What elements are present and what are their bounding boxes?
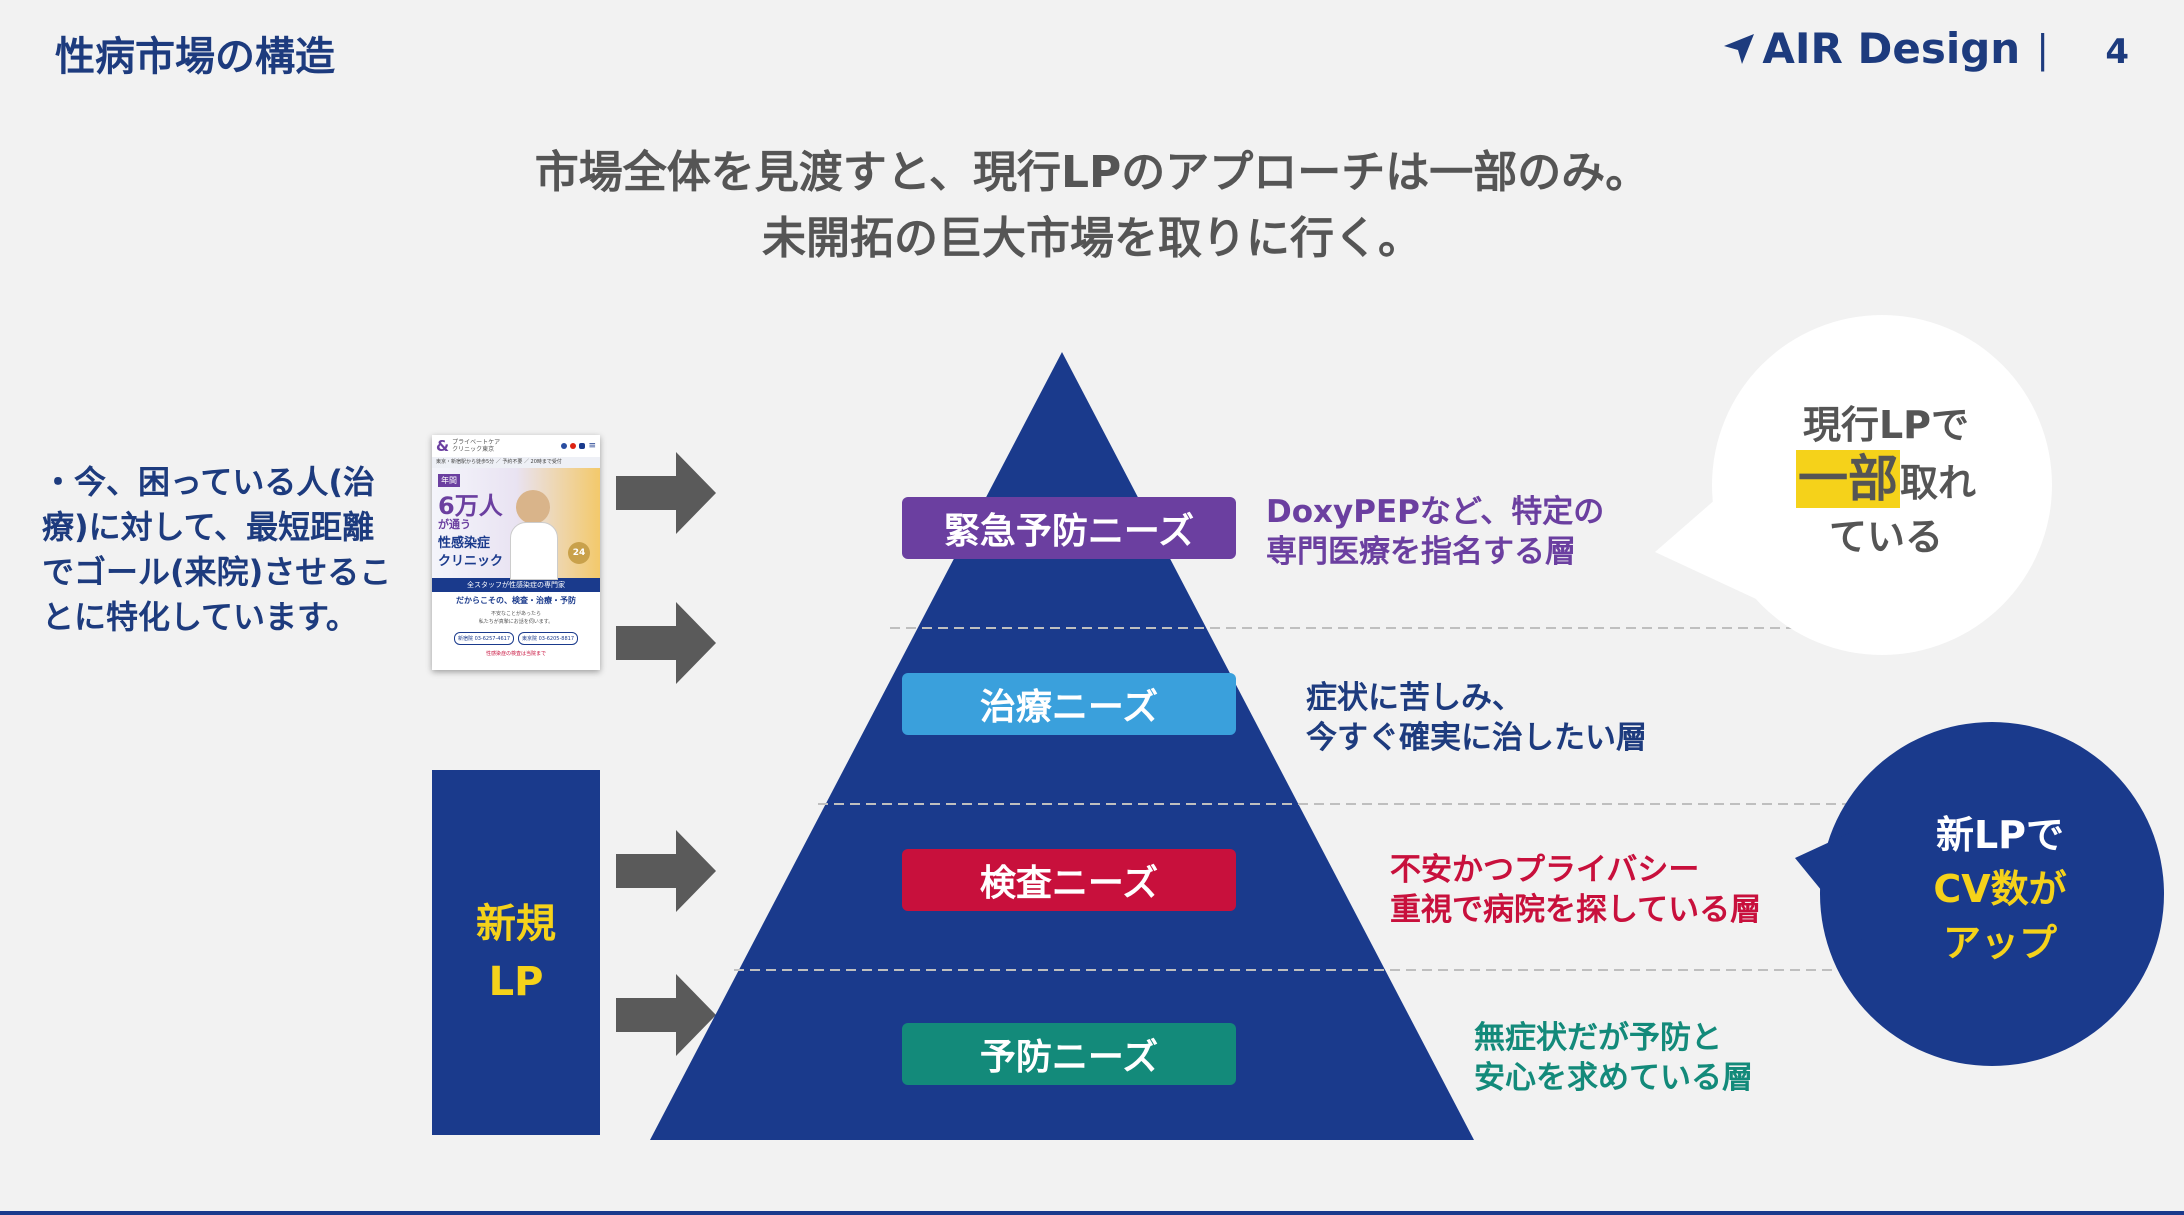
new-lp-line-1: 新規 xyxy=(476,900,556,947)
thumb-tel-2: 東京院 03-6205-8817 xyxy=(518,632,579,645)
bubble-new-line-3: アップ xyxy=(1942,921,2057,965)
thumb-badge: 年間 xyxy=(438,474,460,487)
level-urgent-prevention: 緊急予防ニーズ xyxy=(902,497,1236,559)
arrow-right-icon xyxy=(616,974,716,1056)
thumb-band: 全スタッフが性感染症の専門家 xyxy=(432,578,600,592)
thumb-small-line-2: 私たちが真摯にお話を伺います。 xyxy=(478,619,554,625)
flag-cn-icon xyxy=(570,443,577,449)
bubble-new-line-1: 新LPで xyxy=(1935,813,2065,857)
thumb-hero: 年間 6万人 が通う 性感染症 クリニック 24 xyxy=(432,468,600,580)
thumb-footer: 性感染症の検査は当院まで xyxy=(485,651,546,657)
thumb-small-text: 不安なことがあったら 私たちが真摯にお話を伺います。 xyxy=(432,610,600,626)
level-testing: 検査ニーズ xyxy=(902,849,1236,911)
desc-treatment: 症状に苦しみ、 今すぐ確実に治したい層 xyxy=(1306,678,1647,758)
current-lp-thumbnail: & プライベートケア クリニック東京 ≡ 東京・新宿駅から徒歩5分 ／ 予約不要… xyxy=(432,435,600,670)
thumb-brand-line-1: プライベートケア xyxy=(452,439,501,446)
highlight-part: 一部 xyxy=(1795,450,1900,508)
thumb-info-strip: 東京・新宿駅から徒歩5分 ／ 予約不要 ／ 20時まで受付 xyxy=(432,457,600,468)
page-number: 4 xyxy=(2105,32,2129,72)
arrow-right-icon xyxy=(616,830,716,912)
doctor-coat xyxy=(510,522,558,580)
desc-line: 専門医療を指名する層 xyxy=(1266,534,1576,570)
headline-line-2: 未開拓の巨大市場を取りに行く。 xyxy=(762,213,1422,264)
desc-line: 重視で病院を探している層 xyxy=(1390,892,1762,928)
thumb-tel-row: 新宿院 03-6257-4617 東京院 03-6205-8817 xyxy=(432,632,600,645)
desc-line: 症状に苦しみ、 xyxy=(1306,680,1523,716)
flag-en-icon xyxy=(561,443,568,449)
thumb-brand-line-2: クリニック東京 xyxy=(452,446,495,453)
thumb-sub-1: が通う xyxy=(438,518,471,531)
desc-urgent-prevention: DoxyPEPなど、特定の 専門医療を指名する層 xyxy=(1266,492,1604,572)
thumb-small-line-1: 不安なことがあったら xyxy=(490,611,541,617)
desc-line: 無症状だが予防と xyxy=(1474,1020,1722,1056)
doctor-photo xyxy=(516,490,550,524)
page-title: 性病市場の構造 xyxy=(55,34,335,80)
thumb-sub-2: 性感染症 xyxy=(438,536,491,551)
current-lp-note: ・今、困っている人(治療)に対して、最短距離でゴール(来院)させることに特化して… xyxy=(42,463,392,636)
desc-line: 不安かつプライバシー xyxy=(1390,852,1700,888)
level-prevention: 予防ニーズ xyxy=(902,1023,1236,1085)
bubble-current-text: 現行LPで 一部取れ ている xyxy=(1736,398,2036,564)
level-treatment: 治療ニーズ xyxy=(902,673,1236,735)
bubble-current-line-2: 一部取れ xyxy=(1736,450,2036,510)
pyramid-shape xyxy=(650,352,1474,1140)
ampersand-logo-icon: & xyxy=(436,437,450,455)
thumb-header: & プライベートケア クリニック東京 ≡ xyxy=(432,435,600,457)
bubble-new-text: 新LPで CV数が アップ xyxy=(1850,808,2150,970)
thumb-tel-1: 新宿院 03-6257-4617 xyxy=(453,632,514,645)
bubble-new-line-2: CV数が xyxy=(1933,867,2067,911)
arrow-right-icon xyxy=(616,452,716,534)
bubble-current-line-1: 現行LPで xyxy=(1802,403,1970,447)
clinic-icon xyxy=(579,443,586,449)
headline-line-1: 市場全体を見渡すと、現行LPのアプローチは一部のみ。 xyxy=(534,147,1650,198)
bottom-rule xyxy=(0,1211,2184,1215)
desc-testing: 不安かつプライバシー 重視で病院を探している層 xyxy=(1390,850,1761,930)
thumb-sub-3: クリニック xyxy=(438,554,504,569)
thumb-big-number: 6万人 xyxy=(438,492,503,520)
bubble-current-line-2-rest: 取れ xyxy=(1899,461,1976,505)
new-lp-line-2: LP xyxy=(488,958,544,1005)
headline: 市場全体を見渡すと、現行LPのアプローチは一部のみ。 未開拓の巨大市場を取りに行… xyxy=(0,140,2184,272)
thumb-24h-badge: 24 xyxy=(568,542,590,564)
logo-text: AIR Design xyxy=(1762,24,2021,73)
desc-prevention: 無症状だが予防と 安心を求めている層 xyxy=(1474,1018,1753,1098)
bubble-new-lp xyxy=(1795,722,2164,1066)
new-lp-box: 新規 LP xyxy=(432,770,600,1135)
logo-separator: | xyxy=(2036,26,2049,71)
company-logo: AIR Design | xyxy=(1722,24,2049,73)
paper-plane-icon xyxy=(1724,33,1755,64)
menu-icon: ≡ xyxy=(588,441,596,451)
thumb-tagline: だからこその、検査・治療・予防 xyxy=(456,596,576,605)
bubble-current-line-3: ている xyxy=(1828,515,1943,559)
arrow-right-icon xyxy=(616,602,716,684)
desc-line: 安心を求めている層 xyxy=(1474,1060,1753,1096)
desc-line: DoxyPEPなど、特定の xyxy=(1266,494,1605,530)
desc-line: 今すぐ確実に治したい層 xyxy=(1306,720,1647,756)
